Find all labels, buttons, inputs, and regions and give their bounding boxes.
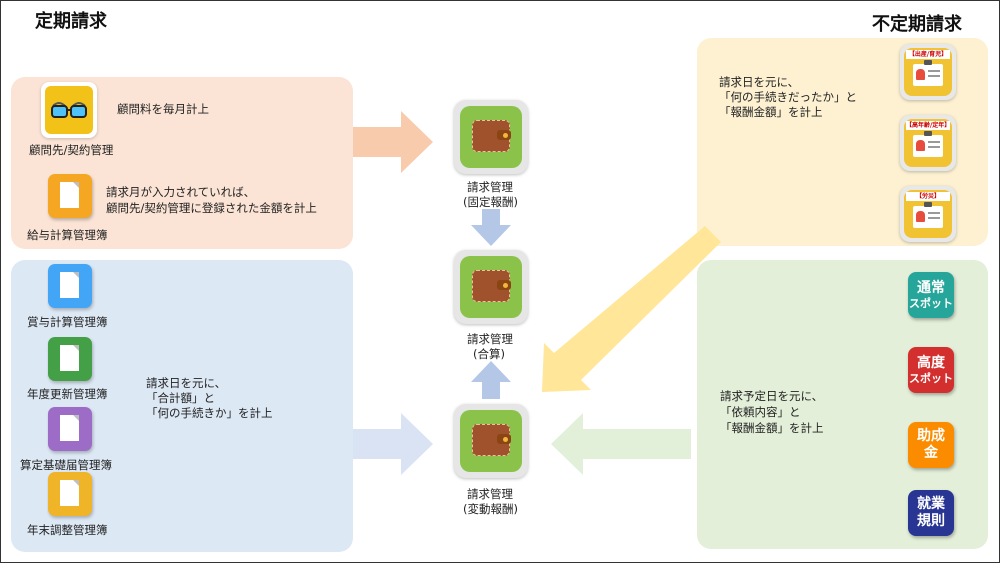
payroll-label: 給与計算管理簿 (27, 228, 108, 242)
advisor-description: 顧問料を毎月計上 (117, 102, 209, 116)
billing-fixed-line2: (固定報酬) (463, 195, 518, 209)
billing-fixed-line1: 請求管理 (467, 180, 513, 194)
work-rules-icon: 就業規則 (908, 490, 954, 536)
subsidy-icon: 助成金 (908, 422, 954, 468)
calculation-basis-label: 算定基礎届管理簿 (20, 458, 112, 472)
work-rules-line1: 就業 (917, 496, 945, 512)
advanced-spot-line1: 高度 (917, 355, 945, 371)
spot-description-line2: 「依頼内容」と (720, 405, 801, 419)
arrow-variable-to-billing (353, 413, 433, 475)
elderly-retirement-tag: 【高年齢/定年】 (906, 121, 950, 130)
advanced-spot-line2: スポット (909, 372, 953, 385)
arrow-spots-to-variable (551, 413, 691, 475)
procedure-description-line2: 「何の手続きだったか」と (719, 90, 857, 104)
billing-variable-line2: (変動報酬) (463, 502, 518, 516)
billing-total-line1: 請求管理 (467, 332, 513, 346)
billing-total-line2: (合算) (473, 347, 505, 361)
workers-comp-tag: 【労災】 (906, 192, 950, 201)
advisor-contract-icon (41, 82, 97, 138)
spot-description-line1: 請求予定日を元に、 (720, 389, 824, 403)
year-end-adjustment-label: 年末調整管理簿 (27, 523, 108, 537)
subsidy-line2: 金 (924, 445, 938, 461)
payroll-document-icon (48, 174, 92, 218)
arrow-variable-to-total (471, 361, 511, 399)
annual-update-label: 年度更新管理簿 (27, 387, 108, 401)
periodic-billing-heading: 定期請求 (35, 11, 107, 32)
year-end-adjustment-document-icon (48, 472, 92, 516)
annual-update-document-icon (48, 337, 92, 381)
work-rules-line2: 規則 (917, 513, 945, 529)
arrow-fixed-to-total (471, 209, 511, 246)
spot-description-line3: 「報酬金額」を計上 (720, 421, 824, 435)
advanced-spot-icon: 高度スポット (908, 347, 954, 393)
regular-spot-line1: 通常 (917, 280, 945, 296)
calculation-basis-document-icon (48, 407, 92, 451)
arrow-procedures-to-total (542, 226, 721, 392)
billing-variable-wallet-icon (454, 404, 528, 478)
payroll-description-line2: 顧問先/契約管理に登録された金額を計上 (106, 201, 317, 215)
variable-description-line2: 「合計額」と (146, 391, 215, 405)
procedure-description-line1: 請求日を元に、 (719, 75, 800, 89)
variable-description-line3: 「何の手続きか」を計上 (146, 406, 273, 420)
billing-fixed-wallet-icon (454, 100, 528, 174)
variable-description-line1: 請求日を元に、 (146, 376, 227, 390)
elderly-retirement-badge-icon: 【高年齢/定年】 (900, 115, 956, 171)
advisor-contract-label: 顧問先/契約管理 (29, 143, 114, 157)
bonus-document-icon (48, 264, 92, 308)
subsidy-line1: 助成 (917, 428, 945, 444)
payroll-description-line1: 請求月が入力されていれば、 (106, 185, 256, 199)
bonus-label: 賞与計算管理簿 (27, 315, 108, 329)
arrow-fixed-to-billing (353, 111, 433, 173)
irregular-billing-heading: 不定期請求 (872, 14, 962, 35)
childbirth-childcare-badge-icon: 【出産/育児】 (900, 44, 956, 100)
regular-spot-line2: スポット (909, 297, 953, 310)
procedure-description-line3: 「報酬金額」を計上 (719, 105, 823, 119)
workers-comp-badge-icon: 【労災】 (900, 186, 956, 242)
billing-total-wallet-icon (454, 250, 528, 324)
regular-spot-icon: 通常スポット (908, 272, 954, 318)
childbirth-childcare-tag: 【出産/育児】 (906, 50, 950, 59)
glasses-icon (51, 102, 87, 118)
billing-variable-line1: 請求管理 (467, 487, 513, 501)
